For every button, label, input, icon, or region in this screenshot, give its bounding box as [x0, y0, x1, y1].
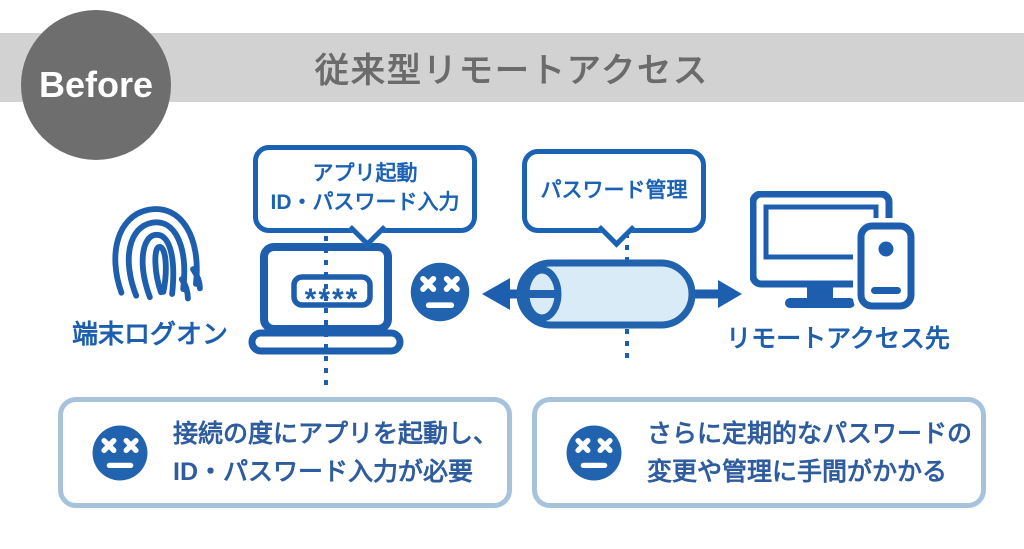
password-mask: **** — [305, 283, 360, 316]
monitor-base — [785, 298, 855, 308]
vpn-tunnel-icon — [482, 259, 742, 329]
issue-line: 接続の度にアプリを起動し、 — [173, 419, 499, 448]
app-launch-bubble: アプリ起動 ID・パスワード入力 — [253, 145, 477, 248]
issue-card-text: さらに定期的なパスワードの 変更や管理に手間がかかる — [647, 415, 972, 491]
before-badge-label: Before — [38, 64, 154, 105]
issue-card-app-launch: 接続の度にアプリを起動し、 ID・パスワード入力が必要 — [58, 397, 512, 508]
before-badge: Before — [21, 10, 171, 160]
app-launch-bubble-line1: アプリ起動 — [312, 162, 418, 186]
remote-access-label: リモートアクセス先 — [726, 325, 950, 353]
monitor-stand — [807, 284, 833, 300]
terminal-logon-label: 端末ログオン — [71, 319, 228, 349]
laptop-icon: **** — [248, 243, 404, 355]
password-manage-bubble: パスワード管理 — [522, 149, 706, 248]
dead-face-icon — [410, 262, 470, 322]
fingerprint-icon — [112, 206, 203, 302]
arrow-left-icon — [482, 278, 510, 310]
tunnel-body — [516, 259, 696, 329]
bubble-tail — [597, 209, 636, 248]
issue-line: ID・パスワード入力が必要 — [173, 457, 474, 486]
password-manage-bubble-label: パスワード管理 — [540, 178, 688, 202]
arrow-right-icon — [718, 280, 742, 308]
dead-face-icon — [92, 425, 148, 480]
dead-face-icon — [566, 425, 622, 480]
password-field — [291, 274, 373, 308]
issue-line: さらに定期的なパスワードの — [647, 419, 973, 448]
issue-line: 変更や管理に手間がかかる — [647, 457, 948, 486]
phone-camera-dot — [878, 241, 894, 257]
phone-icon — [857, 222, 915, 310]
app-launch-bubble-line2: ID・パスワード入力 — [270, 191, 460, 214]
phone-button-bar — [871, 287, 901, 294]
issue-card-text: 接続の度にアプリを起動し、 ID・パスワード入力が必要 — [173, 415, 498, 491]
issue-card-password-manage: さらに定期的なパスワードの 変更や管理に手間がかかる — [532, 397, 986, 508]
page-title: 従来型リモートアクセス — [314, 52, 710, 90]
dashed-connector-laptop — [324, 236, 328, 386]
remote-device-icon — [750, 191, 919, 314]
